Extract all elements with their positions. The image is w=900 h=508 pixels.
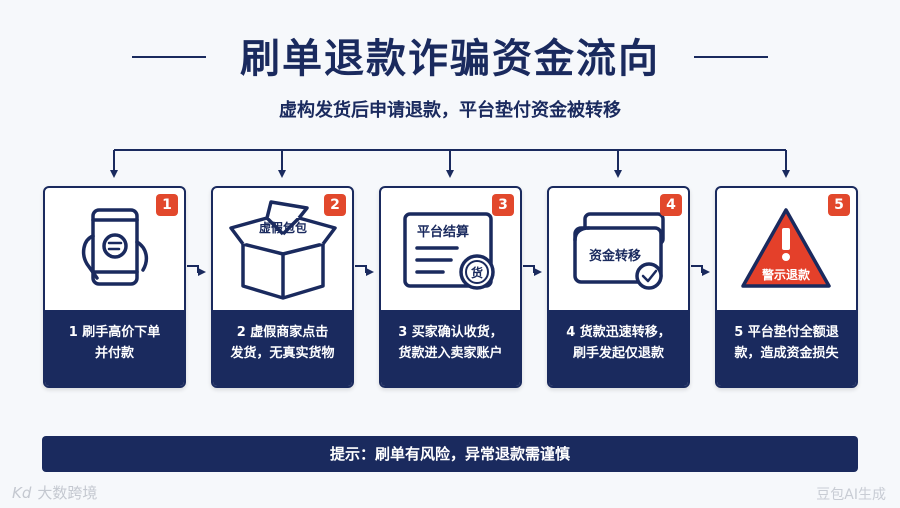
step-caption-line2: 刷手发起仅退款 [572, 346, 664, 361]
step-caption-line1: 2 虚假商家点击 [236, 325, 329, 340]
step-caption: 2 虚假商家点击 发货，无真实货物 [213, 310, 352, 386]
step-number-badge: 5 [828, 194, 850, 216]
settlement-doc-icon: 平台结算 货 [403, 212, 495, 290]
top-feedback-line [110, 149, 790, 178]
tip-banner: 提示：刷单有风险，异常退款需谨慎 [42, 436, 858, 472]
step-caption-line2: 并付款 [94, 346, 134, 361]
step-caption: 1 刷手高价下单 并付款 [45, 310, 184, 386]
watermark-left-text: 大数跨境 [37, 484, 98, 502]
step-caption: 3 买家确认收货， 货款进入卖家账户 [381, 310, 520, 386]
wallet-transfer-icon: 资金转移 [573, 212, 665, 290]
doc-label: 平台结算 [417, 224, 469, 240]
step-caption-line1: 4 货款迅速转移， [566, 325, 671, 340]
step-caption: 4 货款迅速转移， 刷手发起仅退款 [549, 310, 688, 386]
step-arrows [187, 265, 710, 276]
step-caption-line2: 发货，无真实货物 [230, 346, 335, 361]
step-caption: 5 平台垫付全额退 款，造成资金损失 [717, 310, 856, 386]
step-caption-line2: 货款进入卖家账户 [398, 346, 503, 361]
warning-triangle-icon: 警示退款 [741, 208, 831, 288]
step-number-badge: 1 [156, 194, 178, 216]
step-card-2: 虚假包包 2 2 虚假商家点击 发货，无真实货物 [211, 186, 354, 388]
page-title: 刷单退款诈骗资金流向 [240, 36, 660, 82]
step-caption-line1: 3 买家确认收货， [398, 325, 503, 340]
watermark-left: Kd 大数跨境 [12, 482, 97, 503]
step-number-badge: 3 [492, 194, 514, 216]
page-subtitle: 虚构发货后申请退款，平台垫付资金被转移 [279, 100, 621, 121]
step-card-3: 平台结算 货 3 3 买家确认收货， 货款进入卖家账户 [379, 186, 522, 388]
step-card-5: 警示退款 5 5 平台垫付全额退 款，造成资金损失 [715, 186, 858, 388]
step-caption-line2: 款，造成资金损失 [734, 346, 839, 361]
wallet-label: 资金转移 [589, 248, 641, 264]
step-number-badge: 4 [660, 194, 682, 216]
title-divider-right [694, 56, 768, 58]
watermark-logo: Kd [12, 484, 32, 502]
box-label: 虚假包包 [259, 220, 307, 235]
warning-label: 警示退款 [761, 267, 811, 282]
phone-icon [81, 208, 149, 286]
header: 刷单退款诈骗资金流向 [0, 26, 900, 82]
step-caption-line1: 1 刷手高价下单 [68, 325, 161, 340]
step-number-badge: 2 [324, 194, 346, 216]
step-card-1: 1 1 刷手高价下单 并付款 [43, 186, 186, 388]
watermark-right: 豆包AI生成 [816, 487, 886, 503]
step-caption-line1: 5 平台垫付全额退 [734, 325, 839, 340]
title-divider-left [132, 56, 206, 58]
step-card-4: 资金转移 4 4 货款迅速转移， 刷手发起仅退款 [547, 186, 690, 388]
empty-box-icon: 虚假包包 [229, 200, 337, 300]
coin-label: 货 [471, 265, 483, 280]
